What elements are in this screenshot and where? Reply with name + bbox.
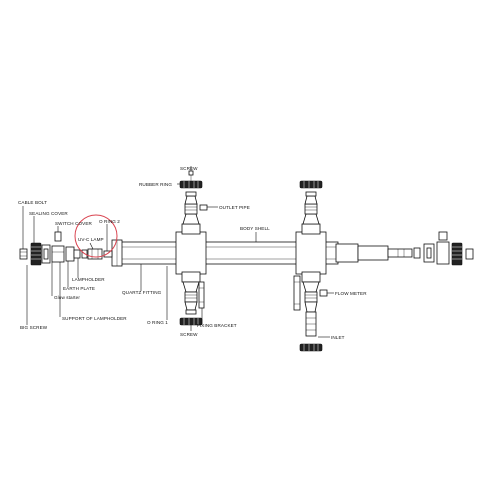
- screw-top-part: [188, 170, 194, 181]
- big-screw-part: [30, 242, 42, 266]
- label-body-shell: BODY SHELL: [240, 226, 270, 231]
- label-o-ring-2: O RING 2: [99, 219, 120, 224]
- sealing-cover-part: [41, 244, 51, 264]
- rubber-ring-top: [179, 180, 203, 189]
- right-tee-junction: [295, 223, 327, 283]
- left-tee-junction: [175, 223, 207, 283]
- body-right-collar: [335, 243, 413, 263]
- label-screw-top: SCREW: [180, 166, 198, 171]
- right-upper-fitting: [302, 191, 320, 225]
- outlet-pipe-part: [199, 204, 208, 211]
- outlet-fitting-top: [182, 191, 200, 225]
- label-support-of-lampholder: SUPPORT OF LAMPHOLDER: [62, 316, 127, 321]
- label-uv-c-lamp: UV-C LAMP: [78, 237, 104, 242]
- switch-cover-part: [51, 231, 65, 263]
- label-switch-cover: SWITCH COVER: [55, 221, 93, 226]
- leader-lines: [22, 166, 334, 338]
- label-sealing-cover: SEALING COVER: [29, 211, 68, 216]
- label-quartz-fitting: QUARTZ FITTING: [122, 290, 162, 295]
- left-lower-fitting: [182, 281, 200, 315]
- flow-meter-part: [293, 275, 328, 311]
- right-lower-fitting: [302, 281, 320, 337]
- right-end-assembly: [413, 231, 474, 266]
- label-flow-meter: FLOW METER: [335, 291, 367, 296]
- label-lampholder: LAMPHOLDER: [72, 277, 105, 282]
- label-rubber-ring: RUBBER RING: [139, 182, 172, 187]
- uv-c-lamp-highlight-circle: [74, 214, 118, 258]
- label-fixing-bracket: FIXING BRACKET: [197, 323, 237, 328]
- label-screw-bottom: SCREW: [180, 332, 198, 337]
- cable-bolt-part: [19, 248, 28, 260]
- fixing-bracket-left: [198, 281, 205, 309]
- label-cable-bolt: CABLE BOLT: [18, 200, 47, 205]
- label-glow-starter: Glow starter: [54, 295, 80, 300]
- label-inlet: INLET: [331, 335, 345, 340]
- label-big-screw: BIG SCREW: [20, 325, 48, 330]
- label-outlet-pipe: OUTLET PIPE: [219, 205, 250, 210]
- rubber-ring-bottom-right: [299, 343, 323, 352]
- rubber-ring-top-right: [299, 180, 323, 189]
- body-left-collar: [111, 239, 123, 267]
- label-o-ring-1: O RING 1: [147, 320, 168, 325]
- lampholder-part: [65, 246, 88, 262]
- label-earth-plate: EARTH PLATE: [63, 286, 95, 291]
- uv-c-lamp-part: [87, 248, 113, 260]
